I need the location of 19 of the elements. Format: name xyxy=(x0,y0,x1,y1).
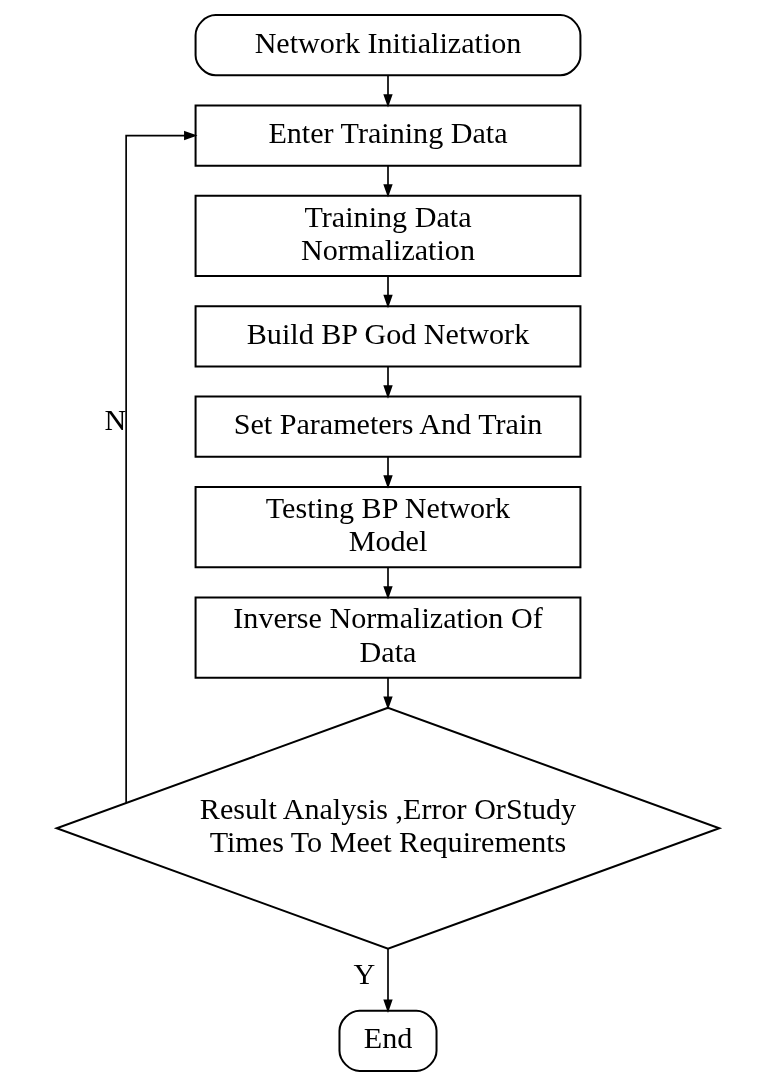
node-box: Testing BP Network Model xyxy=(194,485,581,569)
node-box: Network Initialization xyxy=(194,14,581,77)
node-box: End xyxy=(337,1009,438,1072)
arrow xyxy=(124,130,197,804)
node-box: Inverse Normalization Of Data xyxy=(194,596,581,679)
node-box: Set Parameters And Train xyxy=(194,395,581,458)
arrow xyxy=(382,74,393,108)
arrow xyxy=(382,677,393,710)
arrow xyxy=(382,164,393,198)
node-box: Enter Training Data xyxy=(194,104,581,167)
node-box: Training Data Normalization xyxy=(194,194,581,278)
arrow xyxy=(382,366,393,399)
node-diamond: Result Analysis ,Error OrStudy Times To Meet Requirements xyxy=(53,706,722,950)
arrow xyxy=(382,275,393,309)
node-box: Build BP God Network xyxy=(194,305,581,368)
edge-label: Y xyxy=(352,957,375,992)
arrow xyxy=(382,456,393,489)
arrow xyxy=(382,566,393,600)
arrow xyxy=(382,948,393,1013)
